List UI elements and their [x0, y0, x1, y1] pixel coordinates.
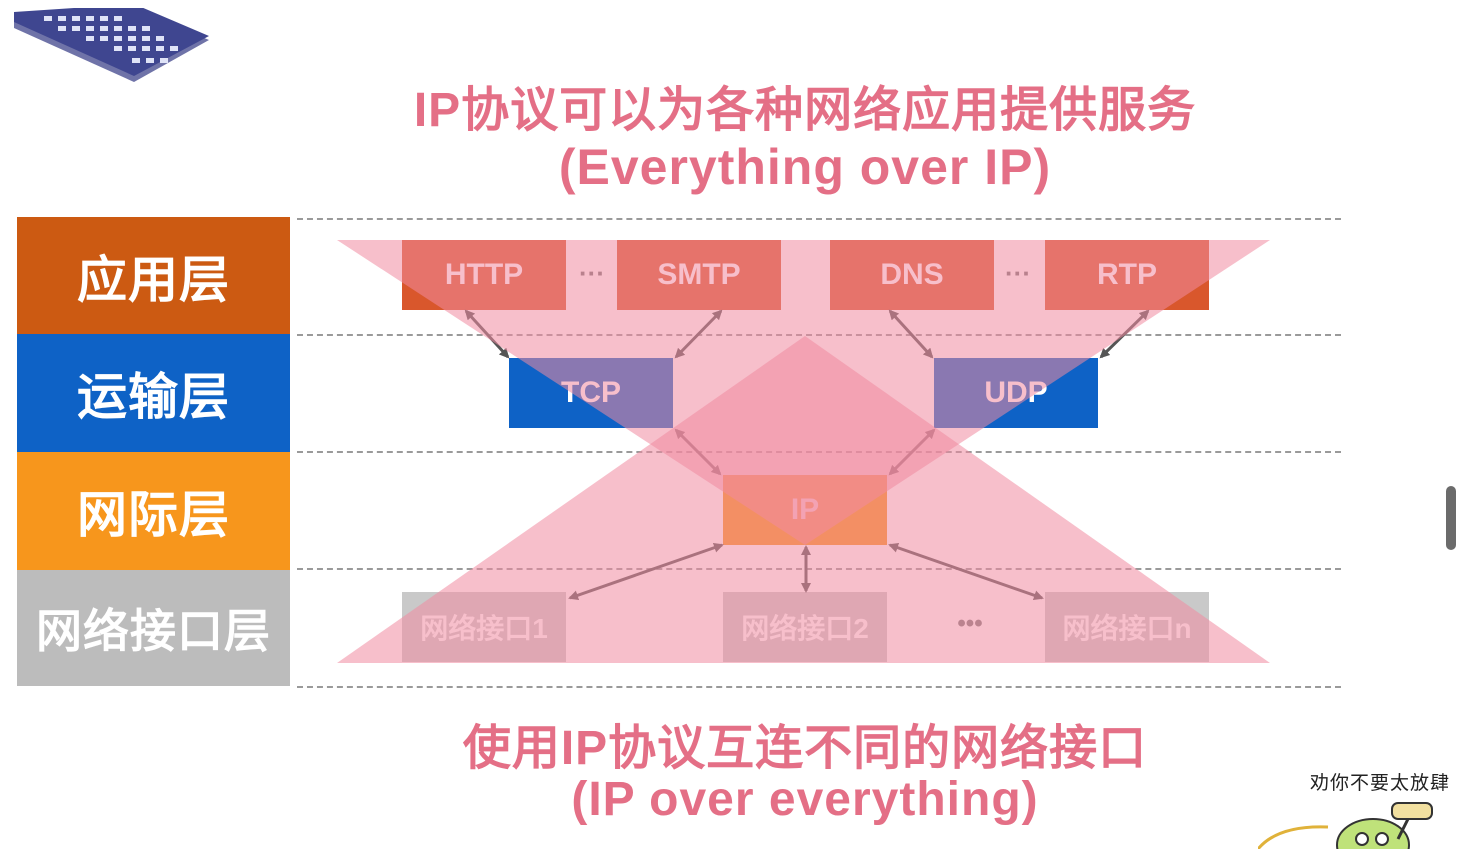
top-subtitle: (Everything over IP) — [558, 139, 1052, 195]
scrollbar-thumb[interactable] — [1446, 486, 1456, 550]
arrow-rtp-udp — [1099, 309, 1150, 359]
mascot-sticker — [1258, 802, 1433, 849]
bottom-title: 使用IP协议互连不同的网络接口 — [462, 722, 1148, 775]
arrow-udp-ip — [888, 428, 936, 476]
layer-label-internet: 网际层 — [17, 452, 290, 570]
arrow-ip-ifn — [888, 542, 1044, 601]
layer-label-network-interface: 网络接口层 — [17, 570, 290, 686]
arrow-http-tcp — [464, 309, 510, 359]
layer-divider — [297, 686, 1341, 688]
layer-divider — [297, 218, 1341, 220]
laptop-illustration — [14, 8, 209, 82]
top-title: IP协议可以为各种网络应用提供服务 — [413, 84, 1197, 137]
watermark-text: 劝你不要太放肆 — [1310, 772, 1451, 794]
arrow-dns-udp — [888, 309, 934, 359]
bottom-subtitle: (IP over everything) — [571, 773, 1039, 826]
arrow-ip-if1 — [568, 542, 724, 601]
arrow-smtp-tcp — [674, 309, 723, 359]
layer-label-transport: 运输层 — [17, 334, 290, 452]
arrow-tcp-ip — [674, 428, 722, 476]
layer-label-application: 应用层 — [17, 217, 290, 334]
